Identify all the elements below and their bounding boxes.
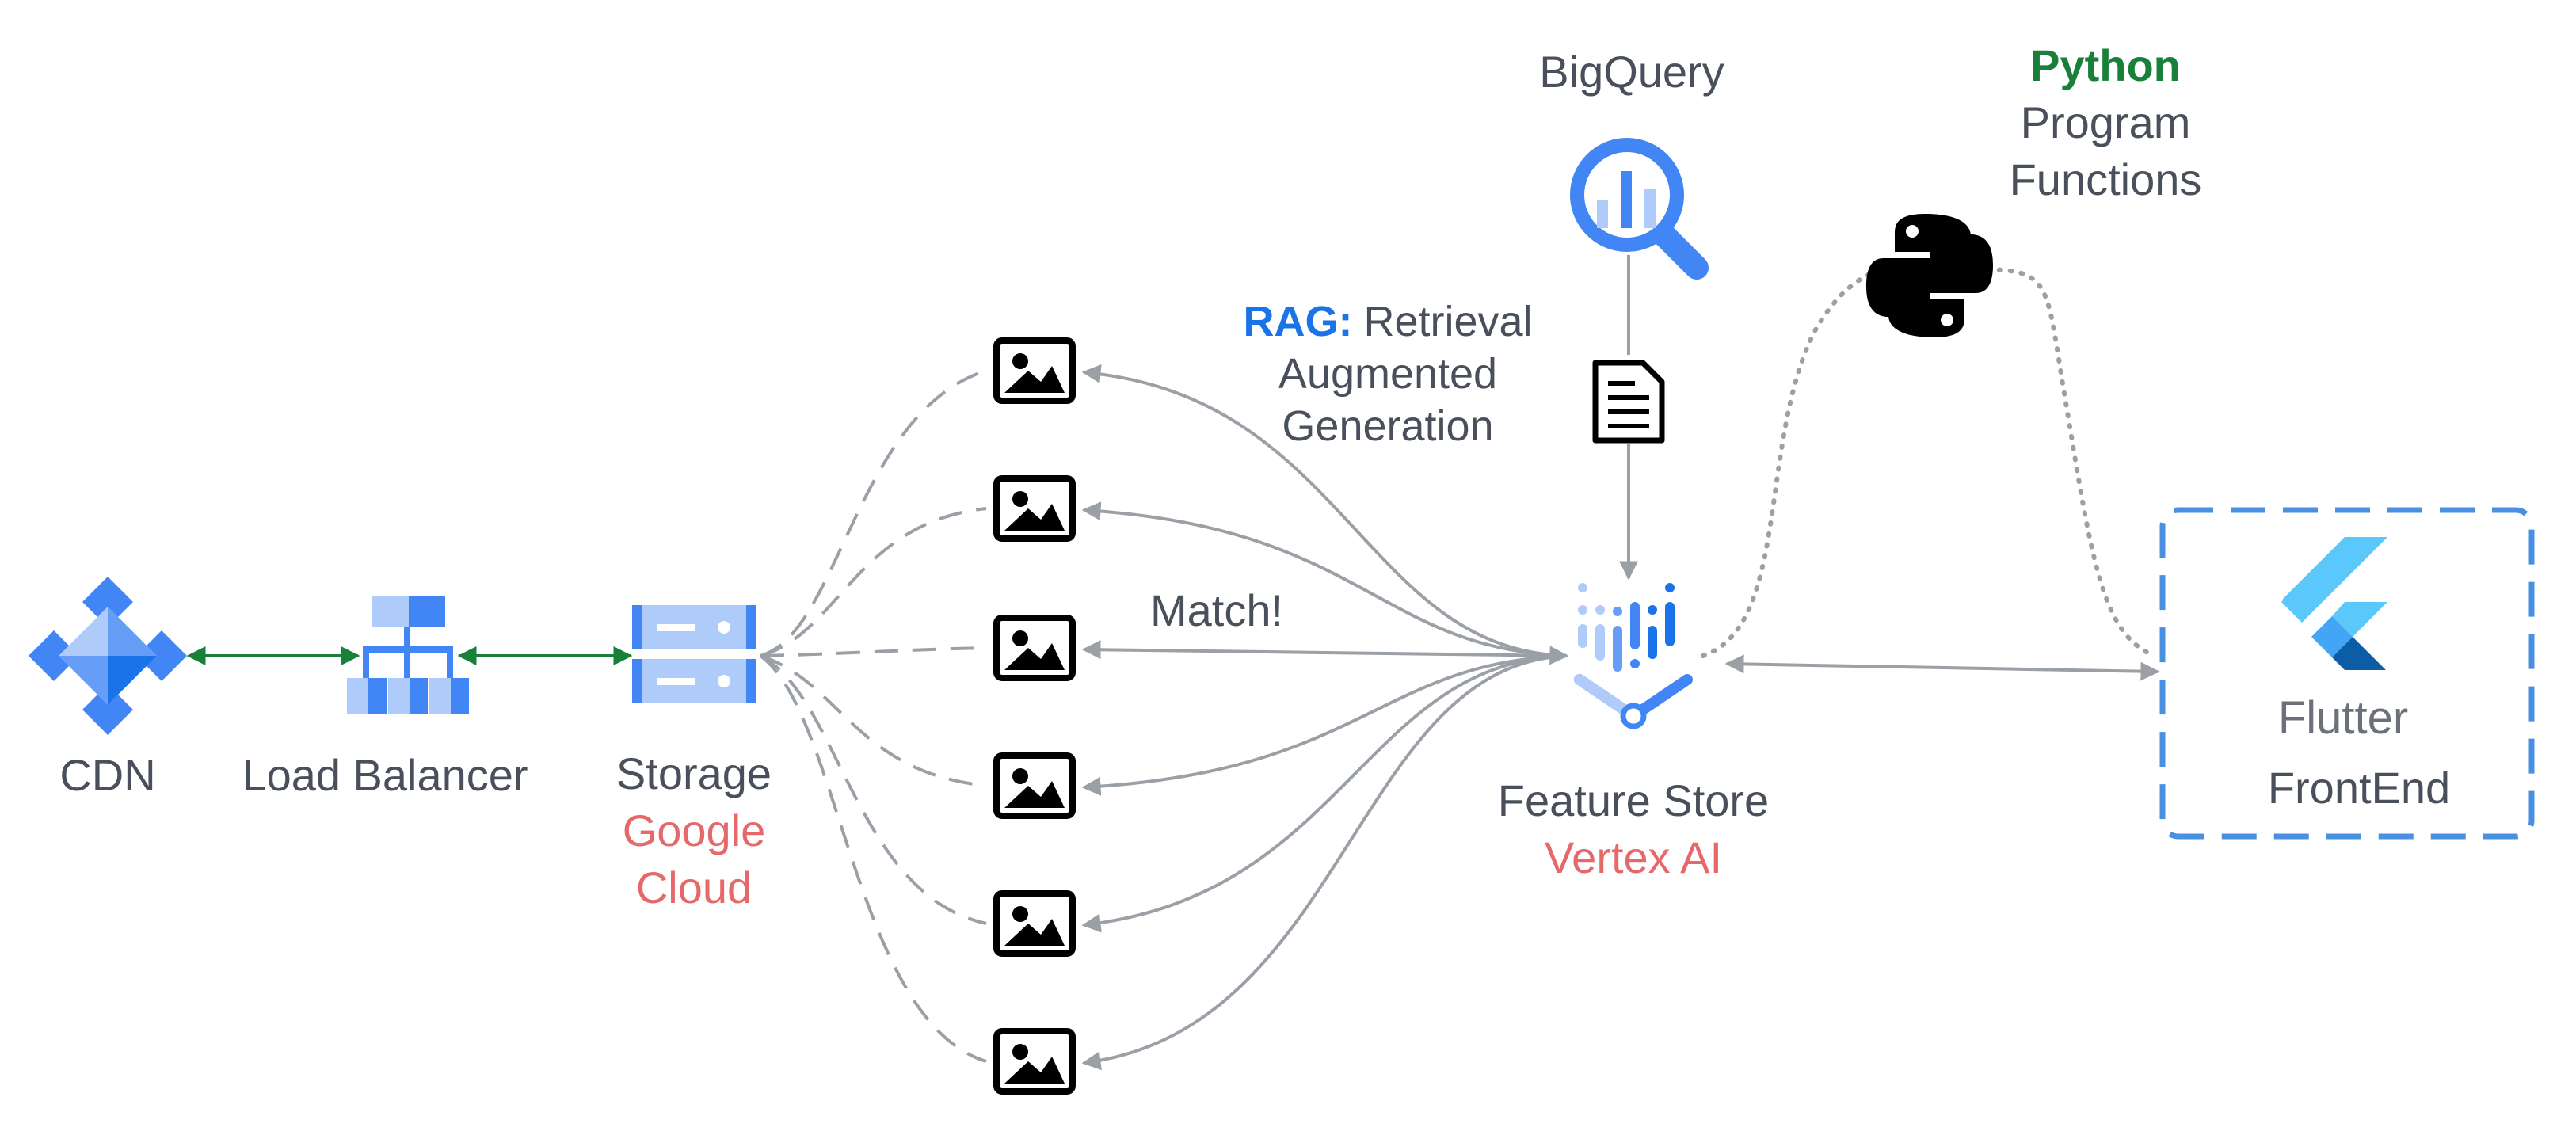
storage-node: Storage Google Cloud [616, 605, 772, 912]
python-logo-icon [1866, 214, 1993, 337]
image-icon [993, 337, 1076, 404]
python-line3: Functions [2010, 154, 2202, 204]
frontend-label: FrontEnd [2268, 763, 2450, 813]
storage-to-image-3 [760, 646, 987, 657]
featurestore-image-links [1081, 364, 1569, 1071]
storage-to-image-6 [759, 654, 987, 1063]
image-icon [993, 890, 1076, 957]
rag-prefix: RAG: [1243, 298, 1352, 345]
featurestore-to-image-6 [1081, 654, 1568, 1071]
python-line2: Program [2021, 97, 2191, 147]
image-results [993, 337, 1076, 1095]
python-node: Python Program Functions [1866, 40, 2201, 337]
storage-to-image-1 [760, 369, 987, 657]
cdn-node: CDN [29, 577, 187, 800]
featurestore-to-image-1 [1081, 364, 1569, 665]
load-balancer-icon [347, 596, 469, 714]
storage-to-image-5 [760, 654, 987, 925]
rag-line1-text: Retrieval [1363, 298, 1532, 345]
bigquery-icon [1570, 138, 1709, 280]
rag-line1: RAG:Retrieval [1243, 298, 1532, 345]
featurestore-to-image-2 [1081, 501, 1568, 657]
storage-label: Storage [616, 748, 772, 798]
flutter-logo-icon [2281, 537, 2387, 670]
feature-store-provider: Vertex AI [1545, 832, 1722, 882]
rag-line2: Augmented [1278, 350, 1497, 398]
feature-store-label: Feature Store [1498, 775, 1769, 825]
frontend-container [2159, 507, 2535, 840]
bigquery-label: BigQuery [1539, 47, 1724, 97]
image-icon [993, 752, 1076, 819]
vertex-ai-icon [1574, 583, 1693, 729]
storage-icon [632, 605, 756, 703]
image-icon [993, 1028, 1076, 1095]
flutter-logo-text: Flutter [2278, 692, 2408, 744]
featurestore-frontend-link [1724, 654, 2160, 681]
feature-store-node: Feature Store Vertex AI [1498, 583, 1769, 882]
storage-to-image-2 [760, 507, 987, 657]
image-icon [993, 615, 1076, 681]
document-icon [1592, 360, 1665, 444]
storage-provider-line2: Cloud [636, 863, 752, 912]
featurestore-to-image-3 [1081, 640, 1568, 660]
load-balancer-label: Load Balancer [242, 750, 528, 800]
rag-annotation: RAG:Retrieval Augmented Generation [1243, 298, 1532, 450]
featurestore-to-image-5 [1081, 654, 1568, 933]
featurestore-to-image-4 [1081, 654, 1568, 796]
storage-provider-line1: Google [623, 806, 766, 855]
rag-line3: Generation [1282, 402, 1493, 450]
image-icon [993, 475, 1076, 542]
cdn-icon [29, 577, 187, 735]
bigquery-node: BigQuery [1539, 47, 1724, 280]
match-label: Match! [1150, 585, 1283, 635]
load-balancer-node: Load Balancer [242, 596, 528, 800]
storage-image-links [759, 369, 987, 1063]
storage-to-image-4 [760, 654, 987, 787]
frontend-node: Flutter FrontEnd [2159, 507, 2535, 840]
python-title: Python [2030, 40, 2181, 90]
cdn-label: CDN [59, 750, 155, 800]
